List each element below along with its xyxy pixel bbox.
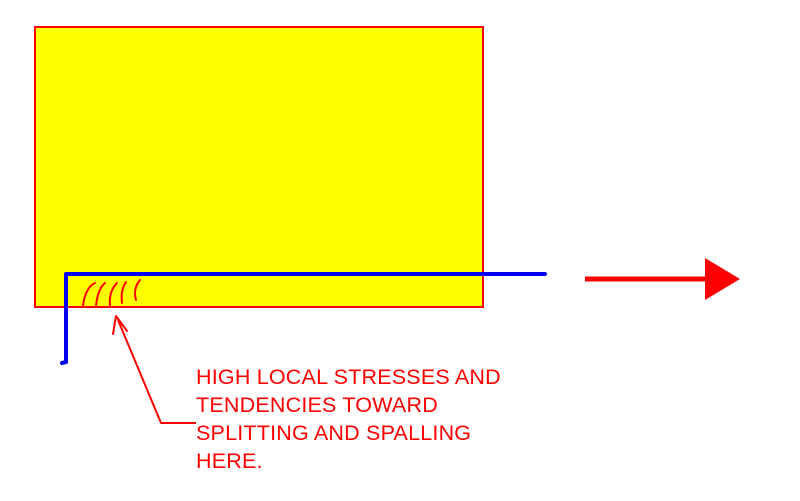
annotation-line: SPLITTING AND SPALLING	[196, 421, 472, 445]
annotation-line: HIGH LOCAL STRESSES AND	[196, 365, 501, 389]
crack-mark	[95, 282, 106, 307]
leader-arrowhead	[112, 315, 128, 335]
stress-annotation: HIGH LOCAL STRESSES AND TENDENCIES TOWAR…	[196, 363, 596, 475]
crack-marks	[82, 279, 141, 307]
crack-mark	[120, 281, 127, 304]
tension-arrow-head	[705, 258, 740, 300]
concrete-block	[34, 26, 484, 308]
tension-arrow	[585, 258, 740, 300]
crack-mark	[134, 279, 141, 301]
crack-mark	[82, 282, 96, 307]
leader-arrow	[112, 315, 196, 424]
crack-mark	[108, 282, 118, 307]
annotation-line: HERE.	[196, 449, 263, 473]
annotation-line: TENDENCIES TOWARD	[196, 393, 438, 417]
leader-line	[117, 319, 196, 424]
reinforcing-bar	[60, 272, 547, 365]
